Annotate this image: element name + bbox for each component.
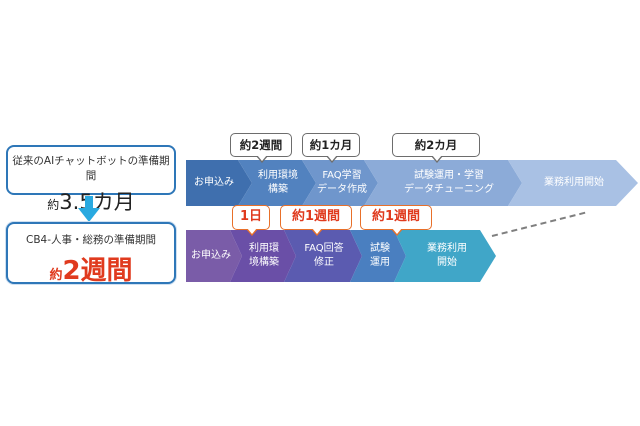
top-step-business-start: [508, 160, 638, 206]
callout-bottom-trial-text: 約1週間: [371, 209, 421, 224]
top-step-apply-label: お申込み: [186, 176, 242, 190]
bottom-step-environment-label: 利用環 境構築: [240, 242, 288, 270]
callout-tail: [256, 155, 268, 163]
bottom-step-trial-label: 試験 運用: [360, 242, 400, 270]
callout-bottom-trial: 約1週間: [360, 205, 432, 236]
top-step-faq-data-line2: データ作成: [317, 184, 367, 195]
top-step-trial-tuning-line1: 試験運用・学習: [414, 170, 484, 181]
callout-bottom-environment: 1日: [232, 205, 270, 236]
bottom-step-faq-fix-line2: 修正: [314, 257, 334, 268]
top-step-business-start-line1: 業務利用開始: [544, 177, 604, 188]
legacy-period-box: 従来のAIチャットボットの準備期間 約3.5カ月: [6, 145, 176, 214]
callout-top-trial: 約2カ月: [392, 133, 480, 163]
callout-top-environment-text: 約2週間: [239, 138, 283, 152]
bottom-step-apply-label: お申込み: [186, 249, 236, 263]
bottom-step-apply-line1: お申込み: [191, 250, 231, 261]
cb4-period-caption: CB4-人事・総務の準備期間: [25, 234, 156, 246]
bottom-step-business-start-line2: 開始: [437, 257, 457, 268]
callout-top-faq: 約1カ月: [302, 133, 360, 163]
cb4-period-value: 約2週間: [8, 250, 174, 287]
callout-top-trial-text: 約2カ月: [414, 138, 458, 152]
bottom-step-environment: [230, 230, 296, 282]
bottom-step-apply: [186, 230, 242, 282]
down-arrow-icon: [78, 196, 100, 222]
bottom-step-trial: [350, 230, 406, 282]
top-step-trial-tuning-label: 試験運用・学習 データチューニング: [384, 169, 514, 197]
bottom-step-business-start-line1: 業務利用: [427, 243, 467, 254]
top-step-faq-data-label: FAQ学習 データ作成: [310, 169, 374, 197]
bottom-step-environment-line1: 利用環: [249, 243, 279, 254]
bottom-step-faq-fix: [284, 230, 362, 282]
bottom-step-business-start: [394, 230, 496, 282]
callout-bottom-faq-text: 約1週間: [291, 209, 341, 224]
callout-tail: [391, 228, 403, 236]
callout-tail: [246, 228, 258, 236]
top-step-faq-data: [302, 160, 378, 206]
top-step-trial-tuning-line2: データチューニング: [404, 184, 494, 195]
callout-tail: [311, 228, 323, 236]
top-step-apply: [186, 160, 252, 206]
top-step-environment-line1: 利用環境: [258, 170, 298, 181]
callout-tail: [326, 155, 338, 163]
callout-bottom-faq: 約1週間: [280, 205, 352, 236]
bottom-step-business-start-label: 業務利用 開始: [408, 242, 486, 270]
top-step-apply-line1: お申込み: [194, 177, 234, 188]
top-step-business-start-label: 業務利用開始: [526, 176, 622, 190]
top-step-environment-label: 利用環境 構築: [248, 169, 308, 197]
callout-top-environment: 約2週間: [230, 133, 292, 163]
top-step-trial-tuning: [364, 160, 522, 206]
top-step-environment-line2: 構築: [268, 184, 288, 195]
callout-bottom-environment-text: 1日: [239, 209, 263, 224]
cb4-period-box: CB4-人事・総務の準備期間 約2週間: [6, 222, 176, 287]
legacy-period-prefix: 約: [47, 198, 60, 212]
bottom-step-environment-line2: 境構築: [249, 257, 279, 268]
bottom-step-faq-fix-label: FAQ回答 修正: [294, 242, 354, 270]
bottom-step-trial-line2: 運用: [370, 257, 390, 268]
bottom-step-faq-fix-line1: FAQ回答: [304, 243, 344, 254]
timeline-connector: [491, 211, 589, 237]
callout-top-faq-text: 約1カ月: [309, 138, 353, 152]
callout-tail: [431, 155, 443, 163]
legacy-period-caption: 従来のAIチャットボットの準備期間: [12, 155, 170, 182]
cb4-period-prefix: 約: [49, 268, 63, 283]
bottom-step-trial-line1: 試験: [370, 243, 390, 254]
top-step-environment: [238, 160, 316, 206]
cb4-period-number: 2週間: [62, 256, 133, 286]
top-step-faq-data-line1: FAQ学習: [322, 170, 362, 181]
